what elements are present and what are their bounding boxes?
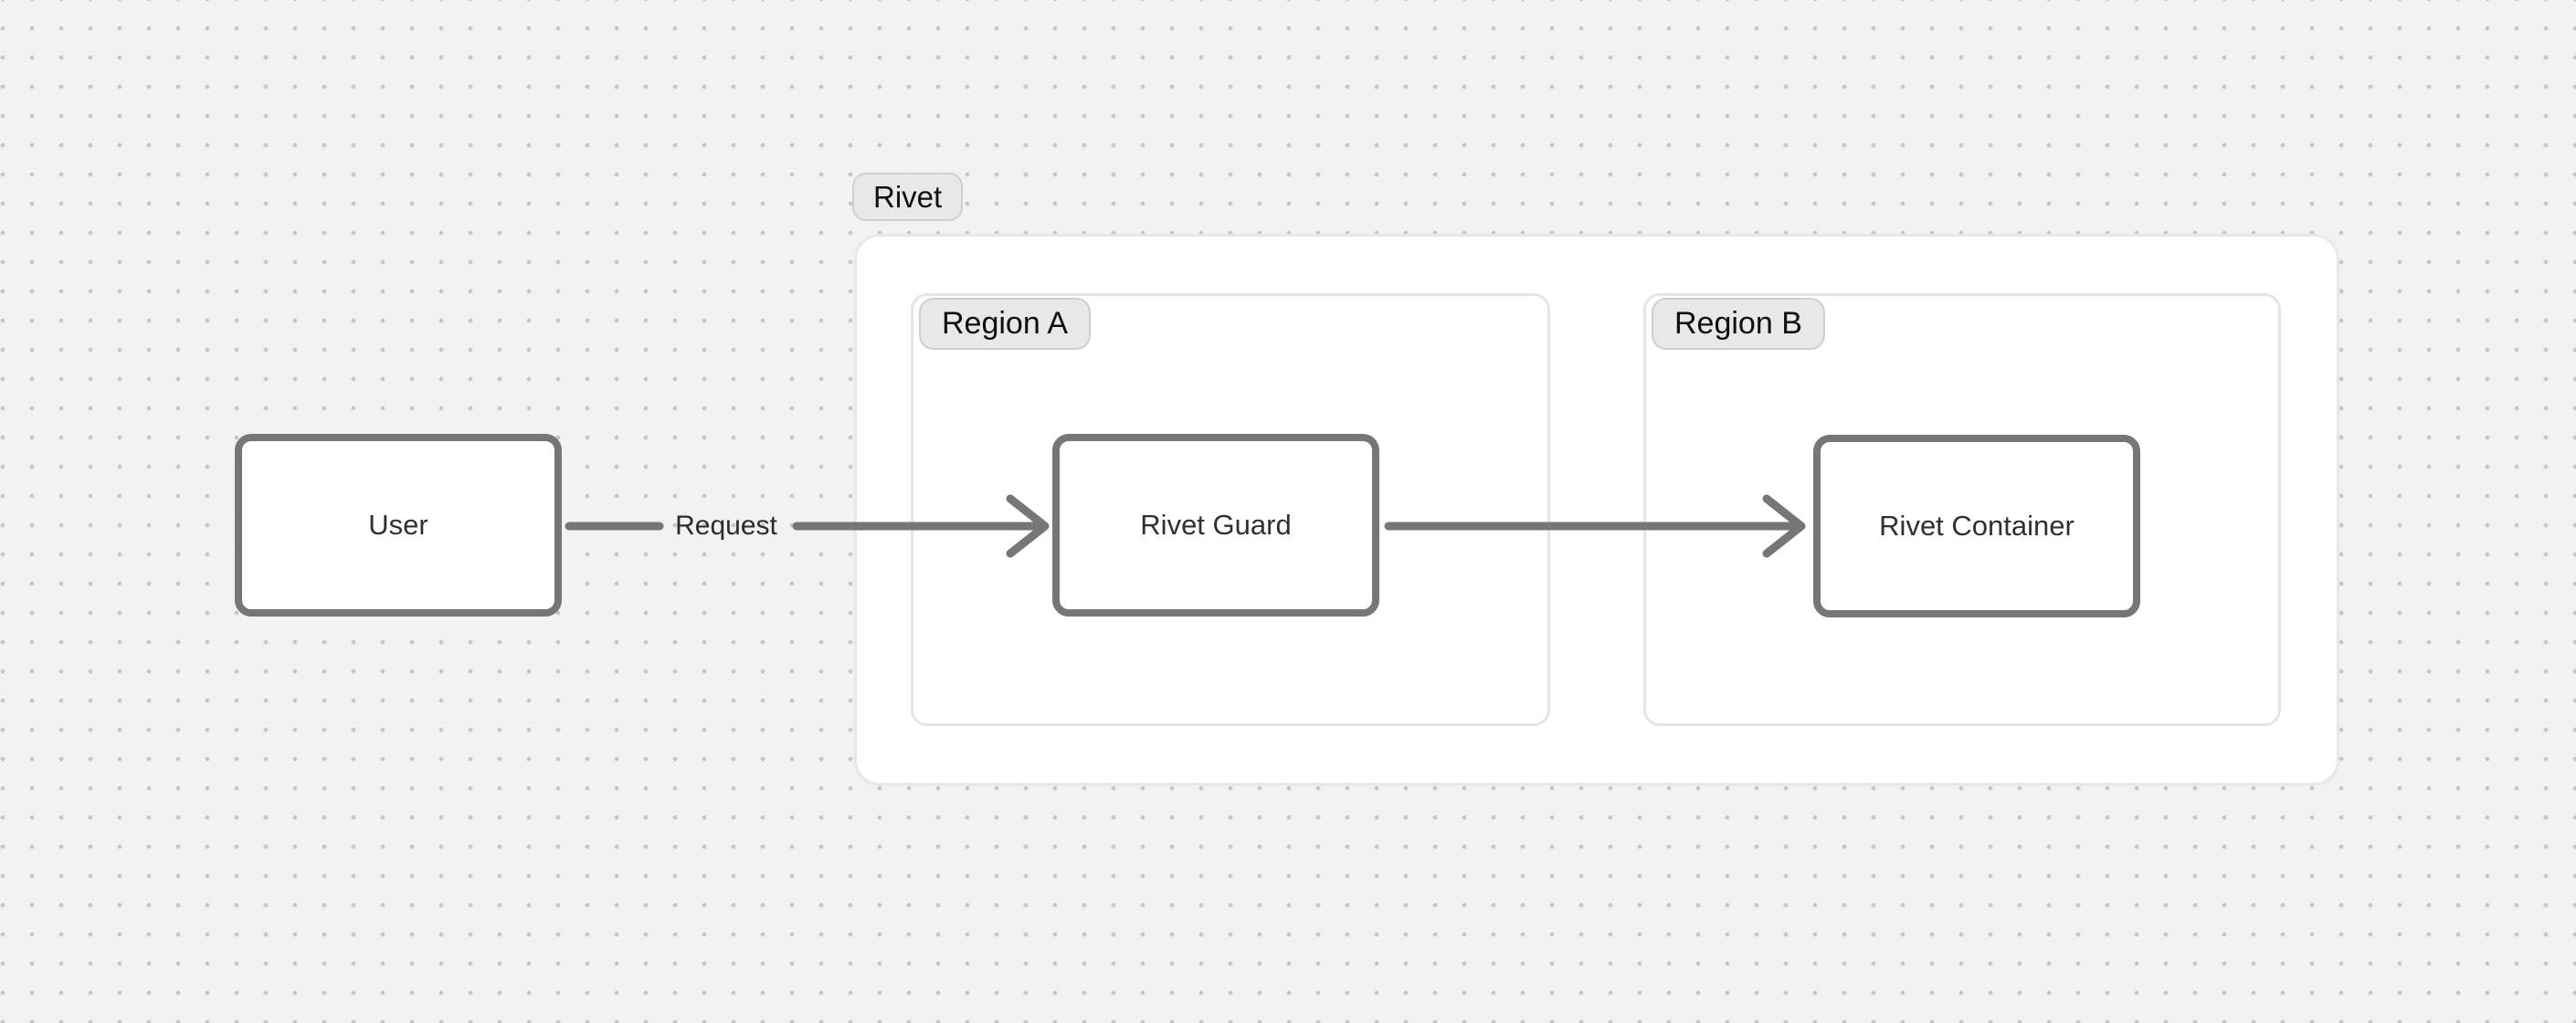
region-a-label: Region A [919,298,1091,350]
node-rivet-container-label: Rivet Container [1879,510,2075,542]
edge-request-label: Request [675,511,777,541]
group-label-rivet: Rivet [852,173,964,221]
node-user: User [235,434,562,617]
node-rivet-guard-label: Rivet Guard [1140,509,1292,541]
node-user-label: User [368,509,428,541]
node-rivet-guard: Rivet Guard [1052,434,1379,617]
region-b-label: Region B [1652,298,1825,350]
node-rivet-container: Rivet Container [1813,435,2140,617]
